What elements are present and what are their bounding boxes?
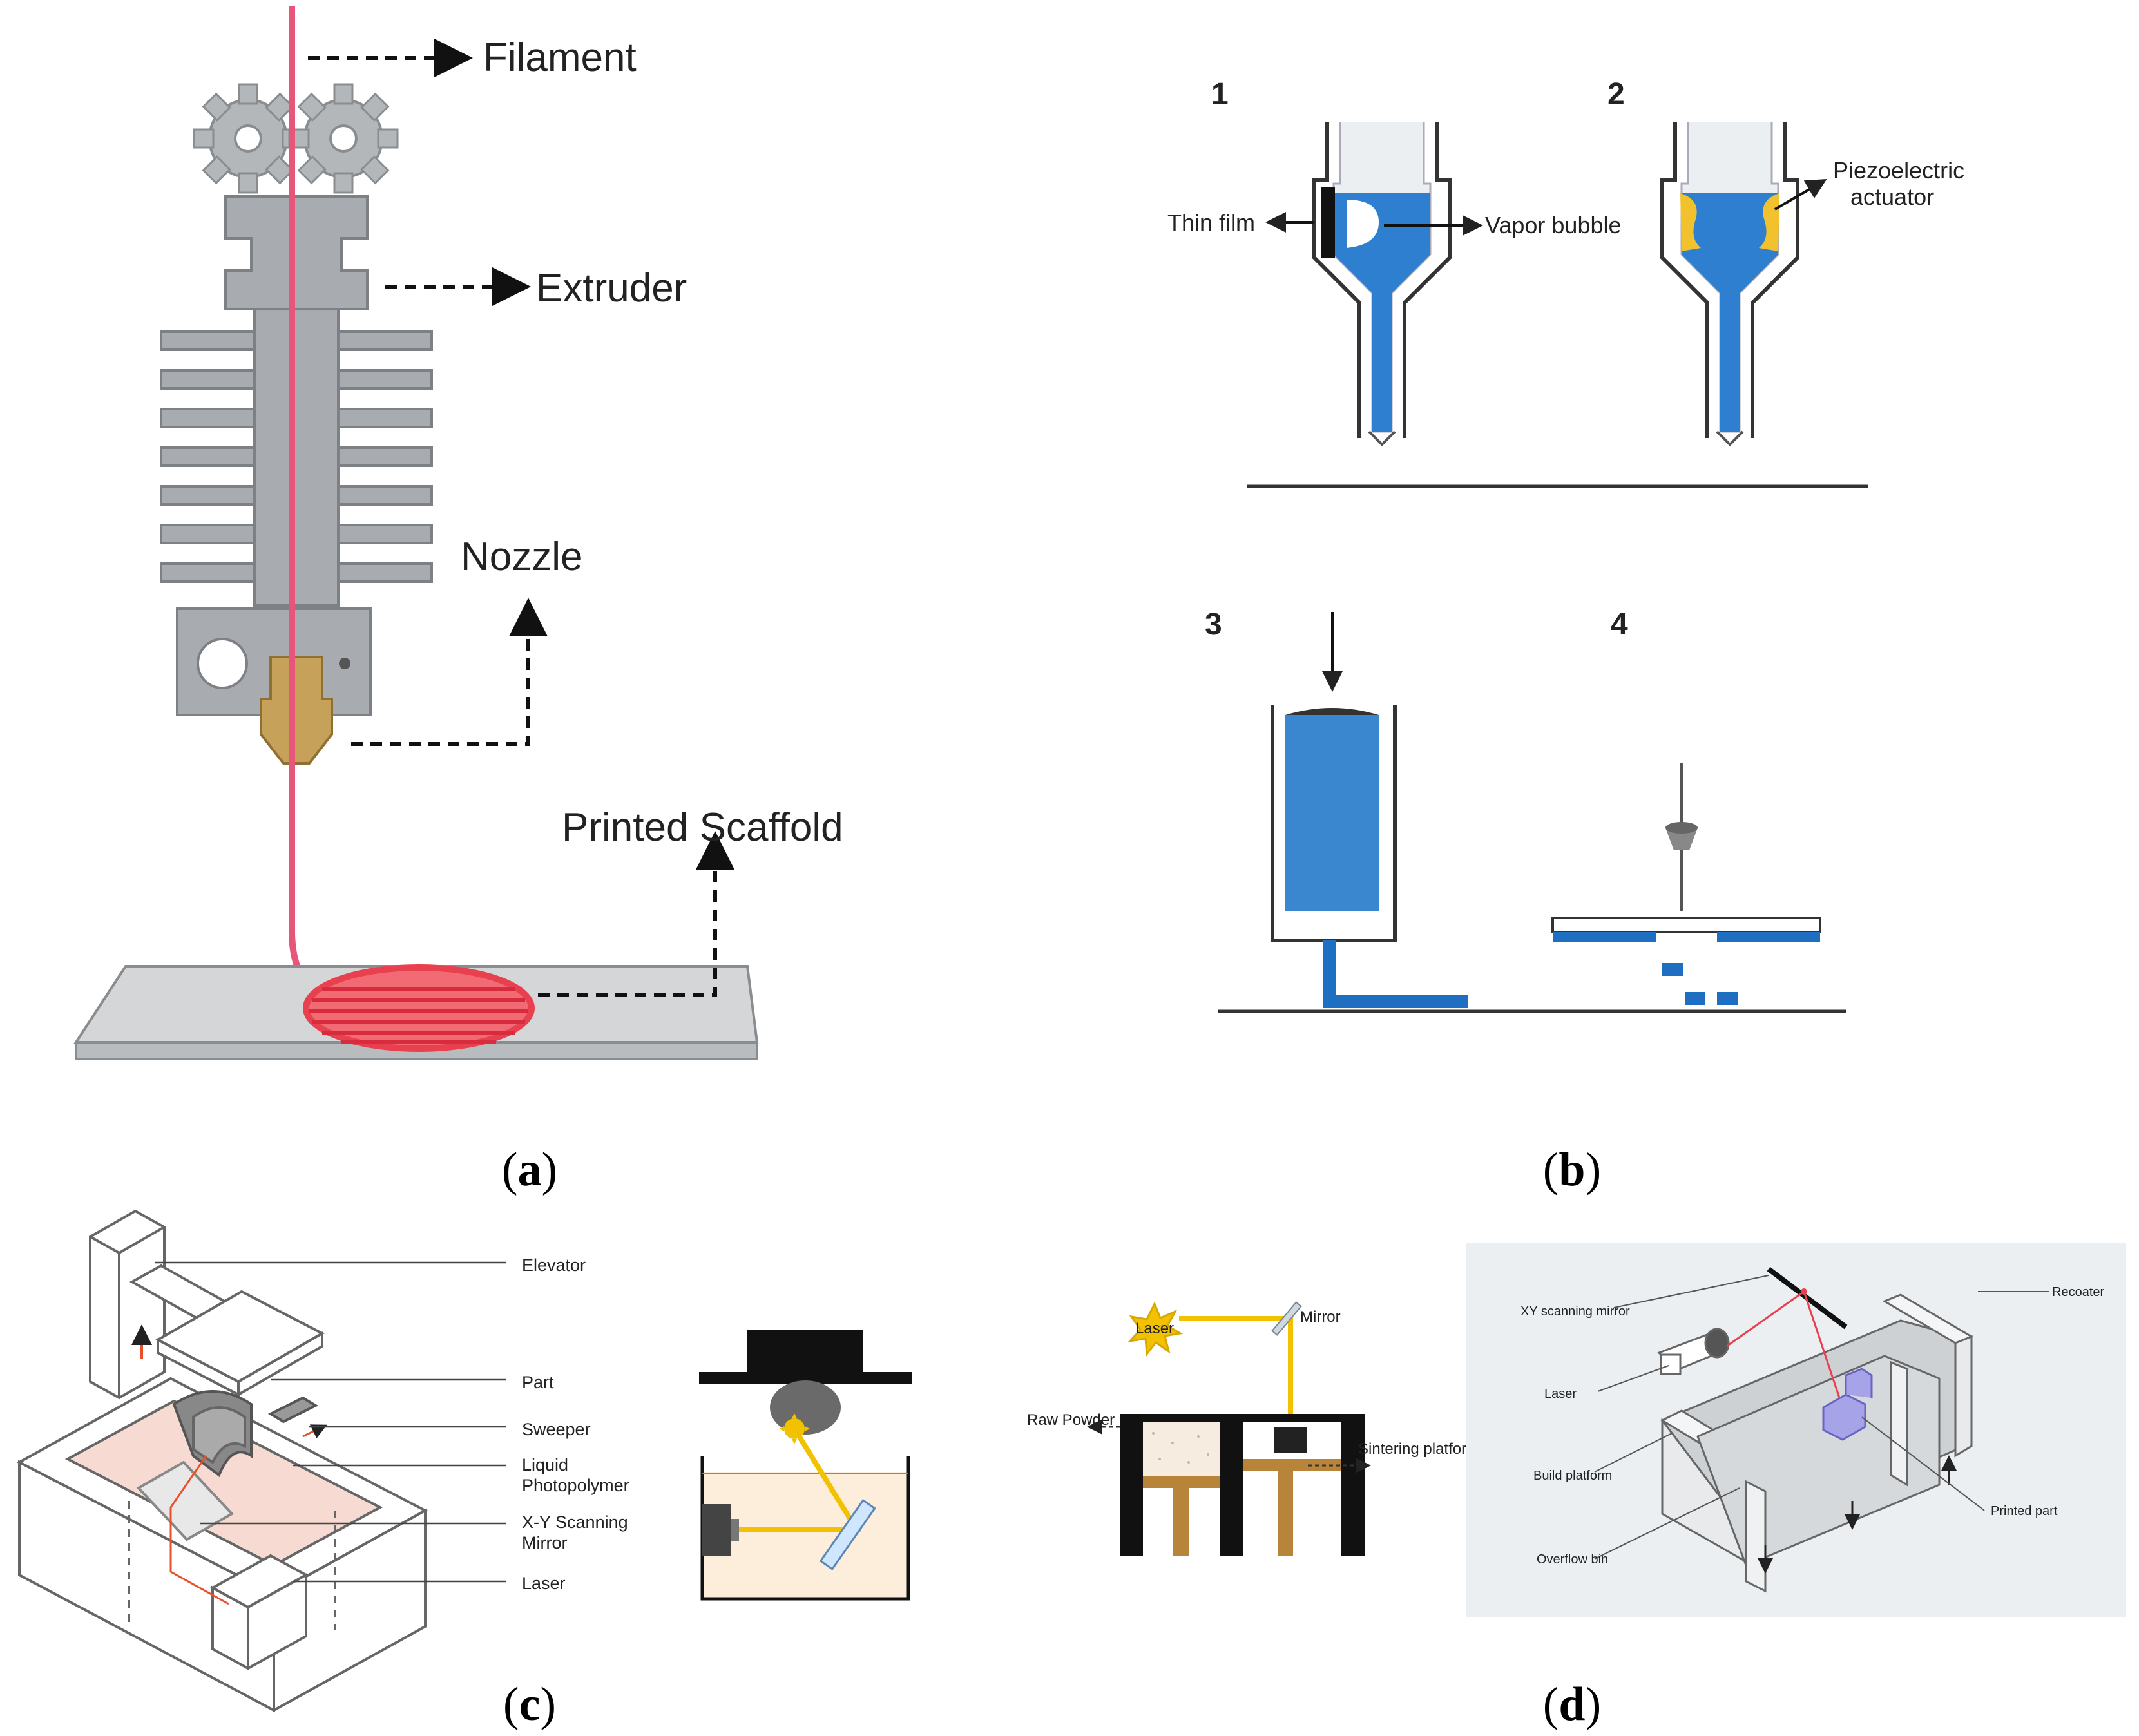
label-xy-scanning-mirror: XY scanning mirror	[1520, 1304, 1630, 1319]
caption-a-letter: a	[518, 1143, 542, 1196]
panel-c: Elevator Part Sweeper Liquid Photopolyme…	[16, 1209, 912, 1731]
caption-d-letter: d	[1559, 1678, 1585, 1731]
label-piezo-1: Piezoelectric	[1833, 157, 1964, 184]
label-piezo-2: actuator	[1850, 184, 1934, 210]
caption-c: (c)	[503, 1678, 556, 1731]
label-part: Part	[522, 1373, 554, 1392]
panel-b: 1 2 Thin film Vapor bubble Piezoelectri	[1167, 77, 1964, 1196]
sla-machine	[16, 1209, 428, 1713]
caption-a: (a)	[502, 1143, 557, 1196]
label-printed-part: Printed part	[1991, 1504, 2058, 1518]
heater-hole	[197, 638, 248, 689]
printed-part-shape	[1822, 1368, 1873, 1441]
label-laser-d1: Laser	[1135, 1320, 1174, 1337]
caption-c-letter: c	[519, 1678, 541, 1731]
panel-a: Filament Extruder Nozzle Printed Scaffol…	[73, 6, 843, 1196]
label-raw-powder: Raw Powder	[1027, 1411, 1115, 1429]
label-printed-scaffold: Printed Scaffold	[562, 805, 843, 850]
laser-beam	[169, 1455, 229, 1605]
label-xy-2: Mirror	[522, 1533, 567, 1552]
caption-d: (d)	[1543, 1678, 1601, 1731]
label-nozzle: Nozzle	[461, 535, 583, 579]
sls-mirror	[1271, 1301, 1302, 1336]
focus-spot-icon	[779, 1413, 810, 1444]
label-num-2: 2	[1607, 77, 1625, 111]
sls-chambers	[1120, 1414, 1365, 1556]
sls-render	[1657, 1266, 1974, 1593]
sls-beam	[1179, 1316, 1293, 1420]
label-liquid-2: Photopolymer	[522, 1476, 629, 1495]
caption-b: (b)	[1543, 1143, 1601, 1196]
heater-screw	[339, 658, 350, 669]
label-laser-c: Laser	[522, 1574, 566, 1593]
caption-b-letter: b	[1559, 1143, 1585, 1196]
label-extruder: Extruder	[536, 266, 687, 310]
gear-icon	[193, 83, 303, 194]
panel-d: Laser Mirror Raw Powder Sintering platfo…	[1027, 1243, 2126, 1731]
label-sintering-platform: Sintering platform	[1358, 1440, 1479, 1458]
extrusion-syringe	[1271, 612, 1468, 1008]
label-num-3: 3	[1205, 607, 1222, 642]
label-mirror: Mirror	[1300, 1308, 1341, 1326]
laser-starburst-icon	[1127, 1301, 1184, 1357]
label-num-1: 1	[1211, 77, 1229, 111]
label-thin-film: Thin film	[1167, 209, 1255, 236]
label-xy-1: X-Y Scanning	[522, 1512, 628, 1532]
nozzle-tip	[260, 656, 333, 765]
label-build-platform: Build platform	[1533, 1469, 1612, 1483]
droplet-ejector	[1551, 763, 1821, 1005]
thermal-inkjet-head	[1312, 122, 1452, 446]
label-overflow-bin: Overflow bin	[1537, 1552, 1608, 1567]
label-vapor-bubble: Vapor bubble	[1485, 212, 1622, 238]
label-laser-d2: Laser	[1544, 1387, 1577, 1401]
extruder-body	[160, 195, 433, 716]
printed-scaffold	[303, 964, 535, 1052]
label-filament: Filament	[483, 35, 637, 80]
label-recoater: Recoater	[2052, 1285, 2104, 1299]
label-liquid-1: Liquid	[522, 1455, 568, 1474]
label-num-4: 4	[1611, 607, 1628, 642]
gear-icon	[288, 83, 399, 194]
sla-schematic	[699, 1330, 912, 1601]
label-elevator: Elevator	[522, 1255, 586, 1275]
piezo-inkjet-head	[1660, 122, 1799, 446]
label-sweeper: Sweeper	[522, 1420, 591, 1439]
